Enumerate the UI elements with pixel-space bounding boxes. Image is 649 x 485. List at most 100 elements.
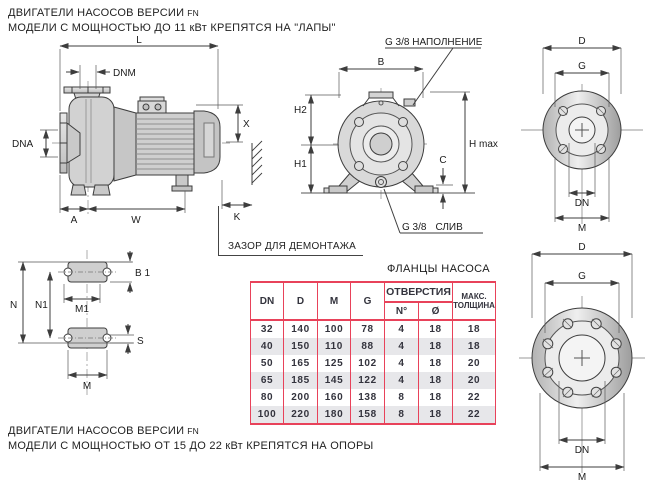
table-cell: 100	[317, 320, 351, 338]
flange4-dim-d: D	[578, 36, 585, 47]
dim-label-m1: M1	[75, 304, 89, 315]
table-cell: 40	[250, 338, 284, 355]
table-cell: 18	[418, 372, 453, 389]
footer-series-label: FN	[187, 426, 200, 436]
dim-label-dna: DNA	[12, 139, 33, 150]
table-cell: 78	[350, 320, 385, 338]
table-cell: 8	[384, 389, 419, 406]
table-cell: 158	[350, 406, 385, 425]
table-cell: 18	[418, 355, 453, 372]
dim-label-b: B	[378, 57, 385, 68]
header-line1-text: ДВИГАТЕЛИ НАСОСОВ ВЕРСИИ	[8, 7, 185, 19]
flange8-geometry	[519, 296, 645, 473]
dim-label-h1: H1	[294, 159, 307, 170]
dim-label-h2: H2	[294, 105, 307, 116]
flange8-dim-lines	[531, 251, 633, 470]
dim-label-hmax: H max	[469, 139, 498, 150]
dim-label-s: S	[137, 336, 144, 347]
dim-label-w: W	[131, 215, 141, 226]
feet-extension-lines	[63, 261, 134, 379]
table-cell: 4	[384, 372, 419, 389]
flange4-dim-dn: DN	[575, 198, 589, 209]
table-cell: 65	[250, 372, 284, 389]
table-cell: 18	[418, 338, 453, 355]
dismantling-clearance-label: ЗАЗОР ДЛЯ ДЕМОНТАЖА	[228, 241, 357, 252]
flange8-dim-g: G	[578, 271, 586, 282]
table-cell: 145	[317, 372, 351, 389]
flange8-dim-dn: DN	[575, 445, 589, 456]
max-line1: МАКС.	[461, 292, 487, 301]
dim-label-c: C	[439, 155, 446, 166]
flange4-dim-g: G	[578, 61, 586, 72]
table-cell: 140	[283, 320, 318, 338]
dim-label-n1: N1	[35, 300, 48, 311]
table-cell: 4	[384, 355, 419, 372]
wall-hatch	[251, 140, 263, 185]
table-cell: 100	[250, 406, 284, 425]
flange8-dim-d: D	[578, 242, 585, 253]
table-cell: 220	[283, 406, 318, 425]
table-cell: 4	[384, 320, 419, 338]
side-view-geometry	[52, 81, 263, 217]
table-cell: 102	[350, 355, 385, 372]
flange4-dim-lines	[542, 45, 622, 221]
table-cell: 88	[350, 338, 385, 355]
table-cell: 185	[283, 372, 318, 389]
table-cell: 8	[384, 406, 419, 425]
dim-label-m-feet: M	[83, 381, 91, 392]
col-header-d: D	[283, 281, 318, 321]
dim-label-b1: B 1	[135, 268, 150, 279]
flange4-dim-m: M	[578, 223, 586, 234]
drain-word-label: СЛИВ	[435, 222, 463, 233]
pump-flanges-table: DN D M G ОТВЕРСТИЯ МАКС. ТОЛЩИНА N° Ø 32…	[250, 281, 496, 425]
front-view-dim-lines	[308, 47, 483, 234]
table-cell: 150	[283, 338, 318, 355]
max-line2: ТОЛЩИНА	[453, 301, 495, 310]
dim-label-x: X	[243, 119, 250, 130]
col-header-dia: Ø	[418, 301, 453, 321]
table-cell: 22	[452, 389, 496, 406]
col-header-holes: ОТВЕРСТИЯ	[384, 281, 453, 303]
table-cell: 32	[250, 320, 284, 338]
table-cell: 180	[317, 406, 351, 425]
flange-4-hole-drawing: D G DN M	[521, 36, 643, 234]
front-view-geometry	[301, 88, 475, 200]
table-cell: 4	[384, 338, 419, 355]
table-header-row: DN D M G ОТВЕРСТИЯ МАКС. ТОЛЩИНА	[250, 281, 496, 321]
footer-line1-text: ДВИГАТЕЛИ НАСОСОВ ВЕРСИИ	[8, 425, 185, 437]
side-view-dim-lines	[43, 43, 253, 212]
footer-line2: МОДЕЛИ С МОЩНОСТЬЮ ОТ 15 ДО 22 кВт КРЕПЯ…	[8, 440, 374, 452]
dim-label-k: K	[234, 212, 241, 223]
col-header-g: G	[350, 281, 385, 321]
header-series-label: FN	[187, 8, 200, 18]
col-header-m: M	[317, 281, 351, 321]
table-cell: 20	[452, 355, 496, 372]
table-cell: 110	[317, 338, 351, 355]
table-cell: 18	[418, 389, 453, 406]
table-cell: 18	[418, 320, 453, 338]
feet-dim-lines	[20, 251, 133, 378]
flange4-extension-lines	[542, 48, 622, 222]
flange8-extension-lines	[531, 254, 633, 471]
table-cell: 18	[452, 320, 496, 338]
table-subheader-row: N° Ø	[251, 301, 496, 321]
dim-label-dnm: DNM	[113, 68, 136, 79]
flange8-dim-m: M	[578, 472, 586, 483]
table-cell: 80	[250, 389, 284, 406]
flange-8-hole-drawing: D G DN M	[519, 242, 645, 483]
col-header-dn: DN	[250, 281, 284, 321]
table-cell: 50	[250, 355, 284, 372]
table-cell: 18	[452, 338, 496, 355]
table-cell: 18	[418, 406, 453, 425]
col-header-max-thickness: МАКС. ТОЛЩИНА	[452, 281, 496, 321]
